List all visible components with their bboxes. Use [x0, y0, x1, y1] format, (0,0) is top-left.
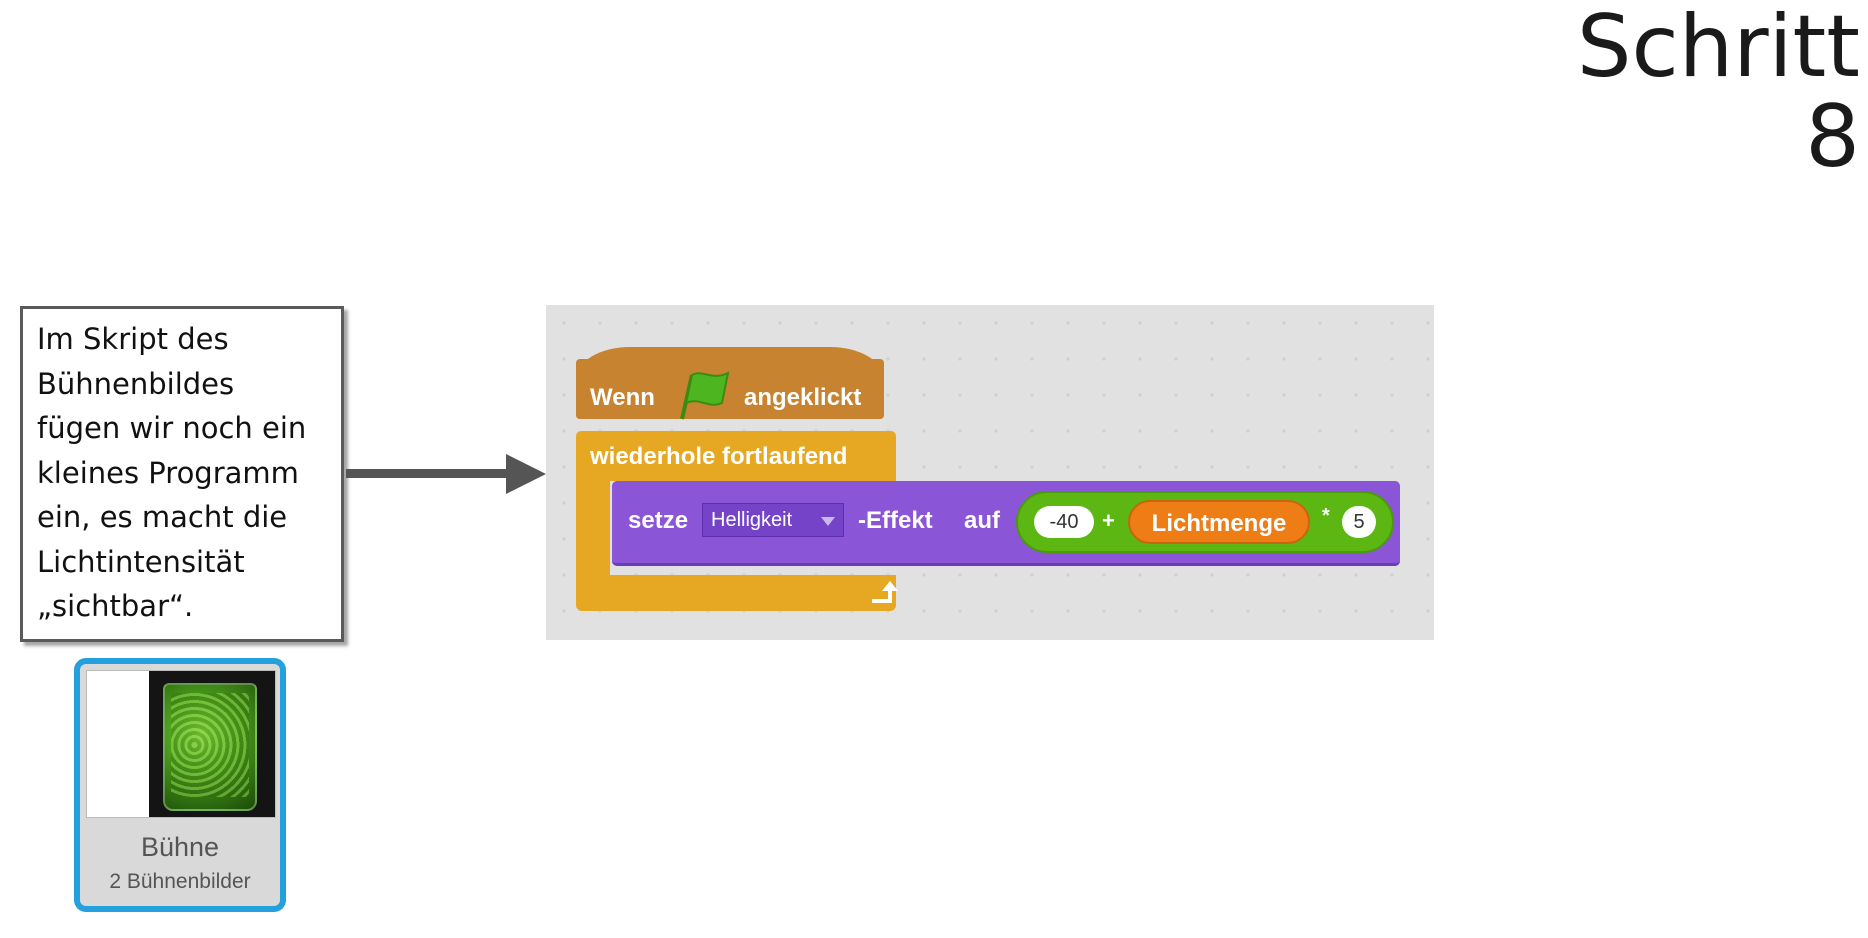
plus-operator: +: [1102, 508, 1115, 533]
set-label: setze: [628, 507, 689, 534]
when-flag-clicked-block[interactable]: Wenn angeklickt: [576, 347, 884, 420]
forever-label: wiederhole fortlaufend: [590, 443, 848, 470]
variable-reporter-lichtmenge[interactable]: Lichtmenge: [1128, 500, 1310, 544]
callout-line: fügen wir noch ein: [37, 411, 307, 445]
set-effect-block[interactable]: setze Helligkeit -Effekt auf -40 + Licht…: [612, 481, 1400, 566]
callout-line: kleines Programm: [37, 455, 299, 490]
scripts-area[interactable]: Wenn angeklickt wiederhole fortlaufend s…: [546, 305, 1434, 640]
forever-loop-block[interactable]: wiederhole fortlaufend: [576, 431, 896, 481]
addition-operator-reporter[interactable]: -40 + Lichtmenge * 5: [1016, 491, 1394, 553]
forever-loop-end: [576, 575, 898, 611]
hat-label-when: Wenn: [590, 384, 655, 411]
callout-text: Im Skript des Bühnenbildes fügen wir noc…: [37, 317, 337, 629]
slide-title: Schritt 8: [1576, 0, 1860, 188]
algae-beaker-image: [163, 683, 257, 811]
multiply-operator: *: [1322, 505, 1330, 527]
effect-dropdown[interactable]: Helligkeit: [702, 503, 844, 537]
number-input-b[interactable]: 5: [1342, 506, 1376, 538]
stage-thumbnail: [86, 670, 276, 818]
callout-line: „sichtbar“.: [37, 589, 194, 623]
forever-loop-arm: [576, 475, 610, 583]
effect-dropdown-value: Helligkeit: [711, 509, 793, 531]
green-flag-icon: [680, 371, 730, 420]
dropdown-arrow-icon: [821, 517, 835, 526]
stage-backdrop-count: 2 Bühnenbilder: [109, 870, 251, 893]
to-label: auf: [964, 507, 1000, 534]
callout-line: Bühnenbildes: [37, 366, 235, 401]
number-input-a[interactable]: -40: [1034, 506, 1094, 538]
variable-name: Lichtmenge: [1151, 510, 1287, 537]
hat-label-clicked: angeklickt: [744, 384, 862, 411]
stage-sprite-tile[interactable]: Bühne 2 Bühnenbilder: [74, 658, 286, 912]
callout-line: Lichtintensität: [37, 544, 245, 579]
callout-line: ein, es macht die: [37, 500, 288, 534]
explanation-callout: Im Skript des Bühnenbildes fügen wir noc…: [20, 306, 344, 642]
effect-label: -Effekt: [858, 507, 933, 534]
stage-name: Bühne: [140, 832, 220, 862]
arrow-right-icon: [346, 454, 546, 494]
loop-arrow-icon: [872, 581, 898, 603]
callout-line: Im Skript des: [37, 322, 229, 356]
